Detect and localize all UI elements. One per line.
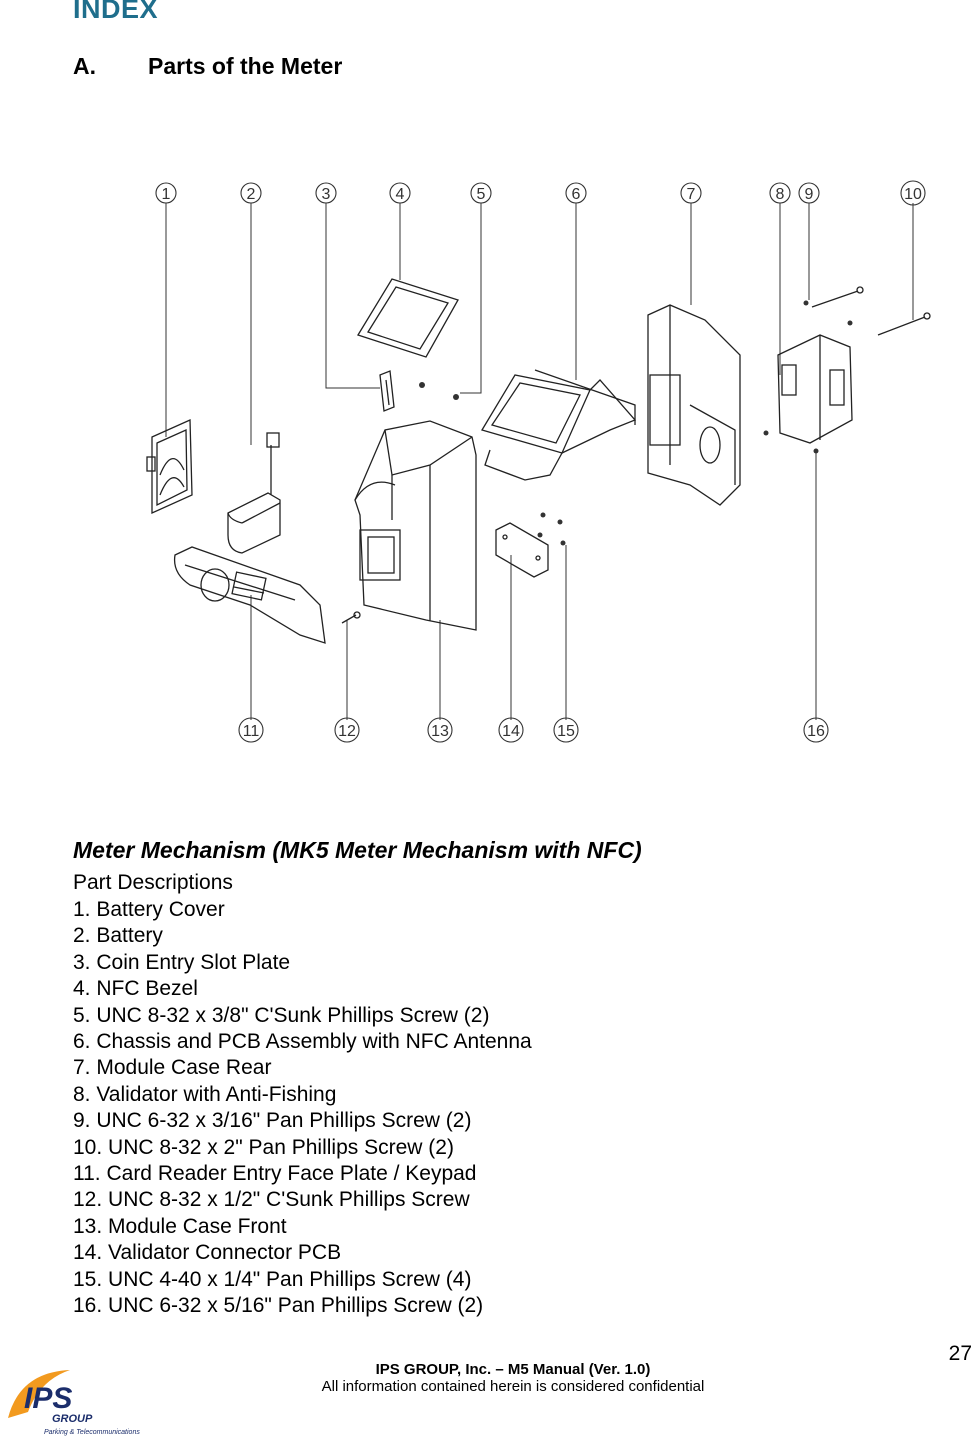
part-item: 14. Validator Connector PCB <box>73 1241 342 1265</box>
svg-text:3: 3 <box>322 186 331 203</box>
part-item: 4. NFC Bezel <box>73 977 198 1001</box>
section-title: Parts of the Meter <box>148 53 343 79</box>
keypad-faceplate-drawing <box>173 546 326 644</box>
part-item: 16. UNC 6-32 x 5/16" Pan Phillips Screw … <box>73 1294 484 1318</box>
part-item: 7. Module Case Rear <box>73 1056 272 1080</box>
callout-2: 2 <box>240 182 262 204</box>
part-item: 6. Chassis and PCB Assembly with NFC Ant… <box>73 1030 532 1054</box>
svg-text:Parking & Telecommunications: Parking & Telecommunications <box>44 1429 140 1436</box>
part-item: 12. UNC 8-32 x 1/2" C'Sunk Phillips Scre… <box>73 1188 470 1212</box>
part-item: 3. Coin Entry Slot Plate <box>73 950 291 974</box>
exploded-parts-diagram: 1 2 3 4 5 6 7 8 9 10 11 12 13 14 15 16 <box>146 180 931 743</box>
validator-pcb-drawing <box>495 522 549 578</box>
part-item: 13. Module Case Front <box>73 1214 287 1238</box>
callout-5: 5 <box>470 182 492 204</box>
part-item: 10. UNC 8-32 x 2" Pan Phillips Screw (2) <box>73 1135 454 1159</box>
mechanism-title: Meter Mechanism (MK5 Meter Mechanism wit… <box>73 837 642 863</box>
chassis-pcb-drawing <box>481 369 637 481</box>
module-case-front-drawing <box>354 420 477 631</box>
section-number: A. <box>73 53 96 79</box>
svg-text:8: 8 <box>776 186 785 203</box>
part-item: 5. UNC 8-32 x 3/8" C'Sunk Phillips Screw… <box>73 1003 490 1027</box>
module-case-rear-drawing <box>647 304 741 506</box>
part-item: 11. Card Reader Entry Face Plate / Keypa… <box>73 1162 477 1186</box>
part-item: 9. UNC 6-32 x 3/16" Pan Phillips Screw (… <box>73 1109 472 1133</box>
section-heading: A. Parts of the Meter <box>73 53 342 80</box>
callout-10: 10 <box>900 180 926 206</box>
ips-group-logo: IPS GROUP Parking & Telecommunications <box>8 1370 140 1436</box>
svg-text:10: 10 <box>904 186 922 203</box>
part-item: 15. UNC 4-40 x 1/4" Pan Phillips Screw (… <box>73 1267 472 1291</box>
battery-drawing <box>227 432 281 554</box>
svg-text:9: 9 <box>805 186 814 203</box>
small-screws-drawing <box>419 300 853 546</box>
page-number: 27 <box>948 1342 972 1365</box>
svg-text:13: 13 <box>431 723 449 740</box>
svg-text:11: 11 <box>243 723 260 740</box>
footer: IPS GROUP, Inc. – M5 Manual (Ver. 1.0) A… <box>300 1361 726 1395</box>
svg-text:14: 14 <box>502 723 520 740</box>
leader-lines <box>165 203 914 720</box>
footer-company: IPS GROUP, Inc. – M5 Manual (Ver. 1.0) <box>375 1361 651 1378</box>
nfc-bezel-drawing <box>357 278 459 358</box>
callout-6: 6 <box>565 182 587 204</box>
svg-text:6: 6 <box>572 186 581 203</box>
callout-14: 14 <box>498 717 524 743</box>
countersunk-screw-drawing <box>341 611 361 624</box>
parts-list: 1. Battery Cover 2. Battery 3. Coin Entr… <box>73 897 532 1320</box>
callout-15: 15 <box>553 717 579 743</box>
svg-text:4: 4 <box>396 186 405 203</box>
part-item: 8. Validator with Anti-Fishing <box>73 1082 337 1106</box>
battery-cover-drawing <box>146 419 193 515</box>
long-screws-drawing <box>811 286 931 336</box>
callout-11: 11 <box>238 717 264 743</box>
callout-12: 12 <box>334 717 360 743</box>
svg-text:5: 5 <box>477 186 486 203</box>
coin-slot-plate-drawing <box>379 370 395 412</box>
footer-confidential: All information contained herein is cons… <box>321 1378 705 1395</box>
svg-text:15: 15 <box>557 723 575 740</box>
svg-text:1: 1 <box>162 186 171 203</box>
part-item: 1. Battery Cover <box>73 898 225 921</box>
validator-drawing <box>777 334 853 444</box>
callout-3: 3 <box>315 182 337 204</box>
part-item: 2. Battery <box>73 924 163 948</box>
callout-7: 7 <box>680 182 702 204</box>
callout-16: 16 <box>803 717 829 743</box>
callout-13: 13 <box>427 717 453 743</box>
callout-1: 1 <box>155 182 177 204</box>
callout-4: 4 <box>389 182 411 204</box>
svg-text:12: 12 <box>338 723 356 740</box>
callout-9: 9 <box>798 182 820 204</box>
part-descriptions-heading: Part Descriptions <box>73 871 233 894</box>
page-title: INDEX <box>73 0 159 24</box>
svg-text:2: 2 <box>247 186 256 203</box>
svg-text:16: 16 <box>807 723 825 740</box>
svg-text:7: 7 <box>687 186 696 203</box>
svg-text:IPS: IPS <box>24 1382 72 1415</box>
callout-labels: 1 2 3 4 5 6 7 8 9 10 11 12 13 14 15 16 <box>155 180 926 743</box>
callout-8: 8 <box>769 182 791 204</box>
svg-text:GROUP: GROUP <box>52 1413 93 1425</box>
